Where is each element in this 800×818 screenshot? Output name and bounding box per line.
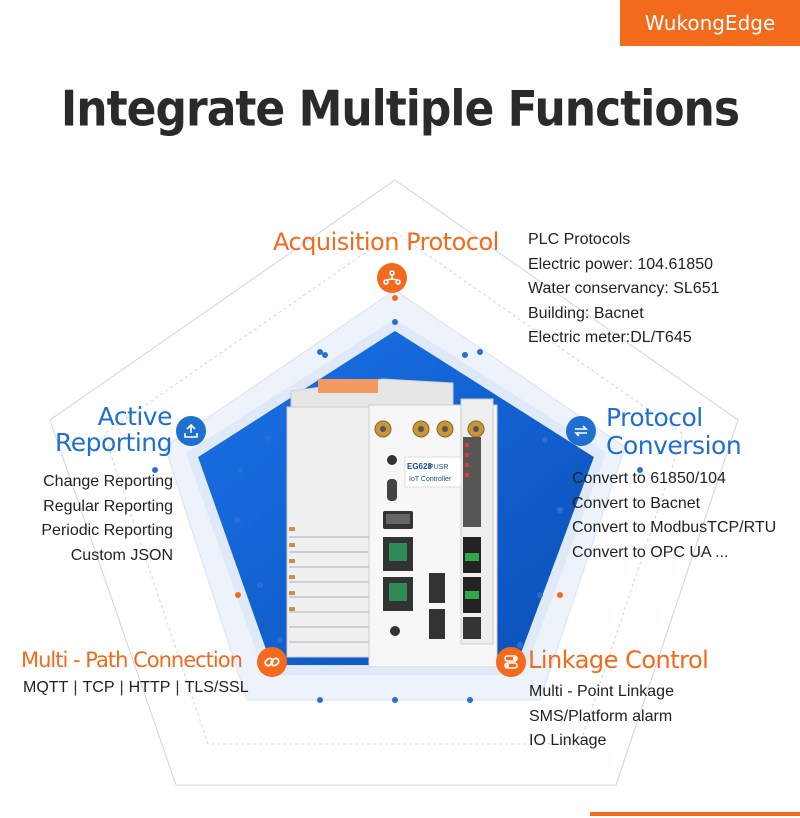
- divider: |: [73, 679, 78, 696]
- list-item: Electric meter:DL/T645: [528, 329, 692, 346]
- upload-tray-icon: [176, 416, 206, 446]
- svg-text:EG628: EG628: [407, 462, 432, 471]
- list-item: PLC Protocols: [528, 231, 631, 248]
- active-reporting-list: Change Reporting Regular Reporting Perio…: [20, 470, 173, 568]
- list-item: Periodic Reporting: [41, 522, 173, 539]
- list-item: Regular Reporting: [43, 497, 173, 515]
- accent-bar: [590, 812, 800, 816]
- divider: |: [175, 679, 180, 696]
- protocol-conversion-heading: Protocol Conversion: [606, 403, 742, 460]
- list-item: Multi - Point Linkage: [529, 683, 674, 700]
- link-icon: [257, 647, 287, 677]
- toggle-switch-icon: [496, 647, 526, 677]
- network-nodes-icon: [377, 263, 407, 293]
- list-item: Building: Bacnet: [528, 304, 644, 322]
- acquisition-protocol-heading: Acquisition Protocol: [273, 228, 499, 256]
- divider: |: [119, 679, 124, 696]
- brand-badge: WukongEdge: [620, 0, 800, 46]
- list-item: Convert to Bacnet: [572, 494, 701, 512]
- list-item: Water conservancy: SL651: [528, 280, 720, 297]
- list-item: Convert to OPC UA ...: [572, 543, 729, 561]
- iot-controller-device: EG628 PUSR IoT Controller: [286, 378, 498, 667]
- list-item: TCP: [82, 679, 115, 696]
- list-item: Convert to ModbusTCP/RTU: [572, 519, 777, 536]
- svg-text:IoT Controller: IoT Controller: [409, 476, 452, 483]
- linkage-control-list: Multi - Point Linkage SMS/Platform alarm…: [529, 680, 674, 754]
- protocol-conversion-list: Convert to 61850/104 Convert to Bacnet C…: [572, 467, 776, 565]
- list-item: Electric power: 104.61850: [528, 255, 713, 273]
- page-title: Integrate Multiple Functions: [60, 80, 740, 139]
- list-item: SMS/Platform alarm: [529, 707, 673, 725]
- active-reporting-heading: Active Reporting: [54, 402, 173, 457]
- list-item: HTTP: [128, 679, 171, 696]
- list-item: Convert to 61850/104: [572, 470, 726, 487]
- list-item: Change Reporting: [43, 473, 173, 490]
- linkage-control-heading: Linkage Control: [528, 646, 709, 674]
- list-item: MQTT: [23, 679, 69, 696]
- acquisition-protocol-list: PLC Protocols Electric power: 104.61850 …: [528, 228, 720, 351]
- list-item: TLS/SSL: [184, 679, 249, 696]
- list-item: IO Linkage: [529, 732, 607, 749]
- list-item: Custom JSON: [70, 546, 173, 564]
- svg-text:PUSR: PUSR: [429, 464, 448, 471]
- multi-path-connection-list: MQTT|TCP|HTTP|TLS/SSL: [23, 679, 249, 697]
- multi-path-connection-heading: Multi - Path Connection: [21, 648, 243, 672]
- convert-arrows-icon: [566, 416, 596, 446]
